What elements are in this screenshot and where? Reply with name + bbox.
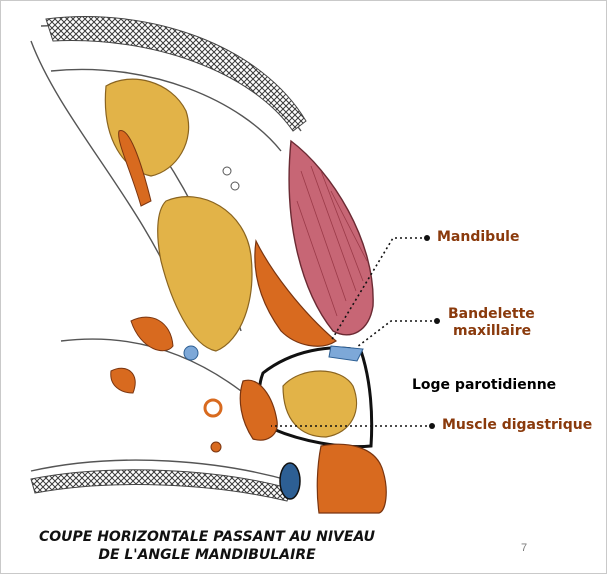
page-number: 7 — [521, 542, 528, 554]
label-muscle-digastrique: Muscle digastrique — [442, 417, 593, 433]
leader-dot-bandelette — [434, 318, 440, 324]
hatched-band-lower — [30, 469, 292, 502]
slide-caption: COUPE HORIZONTALE PASSANT AU NIVEAU DE L… — [7, 528, 407, 564]
muscle-left-2 — [110, 367, 136, 394]
parotid-gland — [282, 370, 358, 438]
label-bandelette-line1: Bandelette — [448, 306, 535, 322]
leader-dot-digastrique — [429, 423, 435, 429]
gland-middle — [157, 196, 253, 352]
vessel-5 — [230, 181, 240, 191]
gland-upper — [104, 78, 190, 177]
hatched-band-upper — [45, 16, 307, 132]
mandible-muscle — [254, 239, 337, 347]
muscle-strip — [118, 130, 152, 207]
pterygoid-fibers — [296, 165, 368, 317]
label-loge-parotidienne: Loge parotidienne — [412, 377, 557, 393]
digastric-muscle — [239, 379, 278, 441]
muscle-left-1 — [130, 316, 174, 352]
jugular-vein — [279, 462, 301, 500]
vessel-1 — [203, 398, 223, 418]
scm-muscle — [316, 443, 387, 514]
label-bandelette-line2: maxillaire — [453, 323, 532, 339]
label-mandibule: Mandibule — [437, 229, 520, 245]
caption-line-2: DE L'ANGLE MANDIBULAIRE — [98, 547, 316, 563]
pterygoid-muscle — [288, 139, 374, 336]
stylomandibular-band — [328, 345, 364, 362]
leader-lines — [271, 237, 432, 427]
leader-dot-mandibule — [424, 235, 430, 241]
vessel-2 — [210, 441, 222, 453]
vessel-3 — [183, 345, 199, 361]
vessel-4 — [222, 166, 232, 176]
caption-line-1: COUPE HORIZONTALE PASSANT AU NIVEAU — [38, 529, 376, 545]
